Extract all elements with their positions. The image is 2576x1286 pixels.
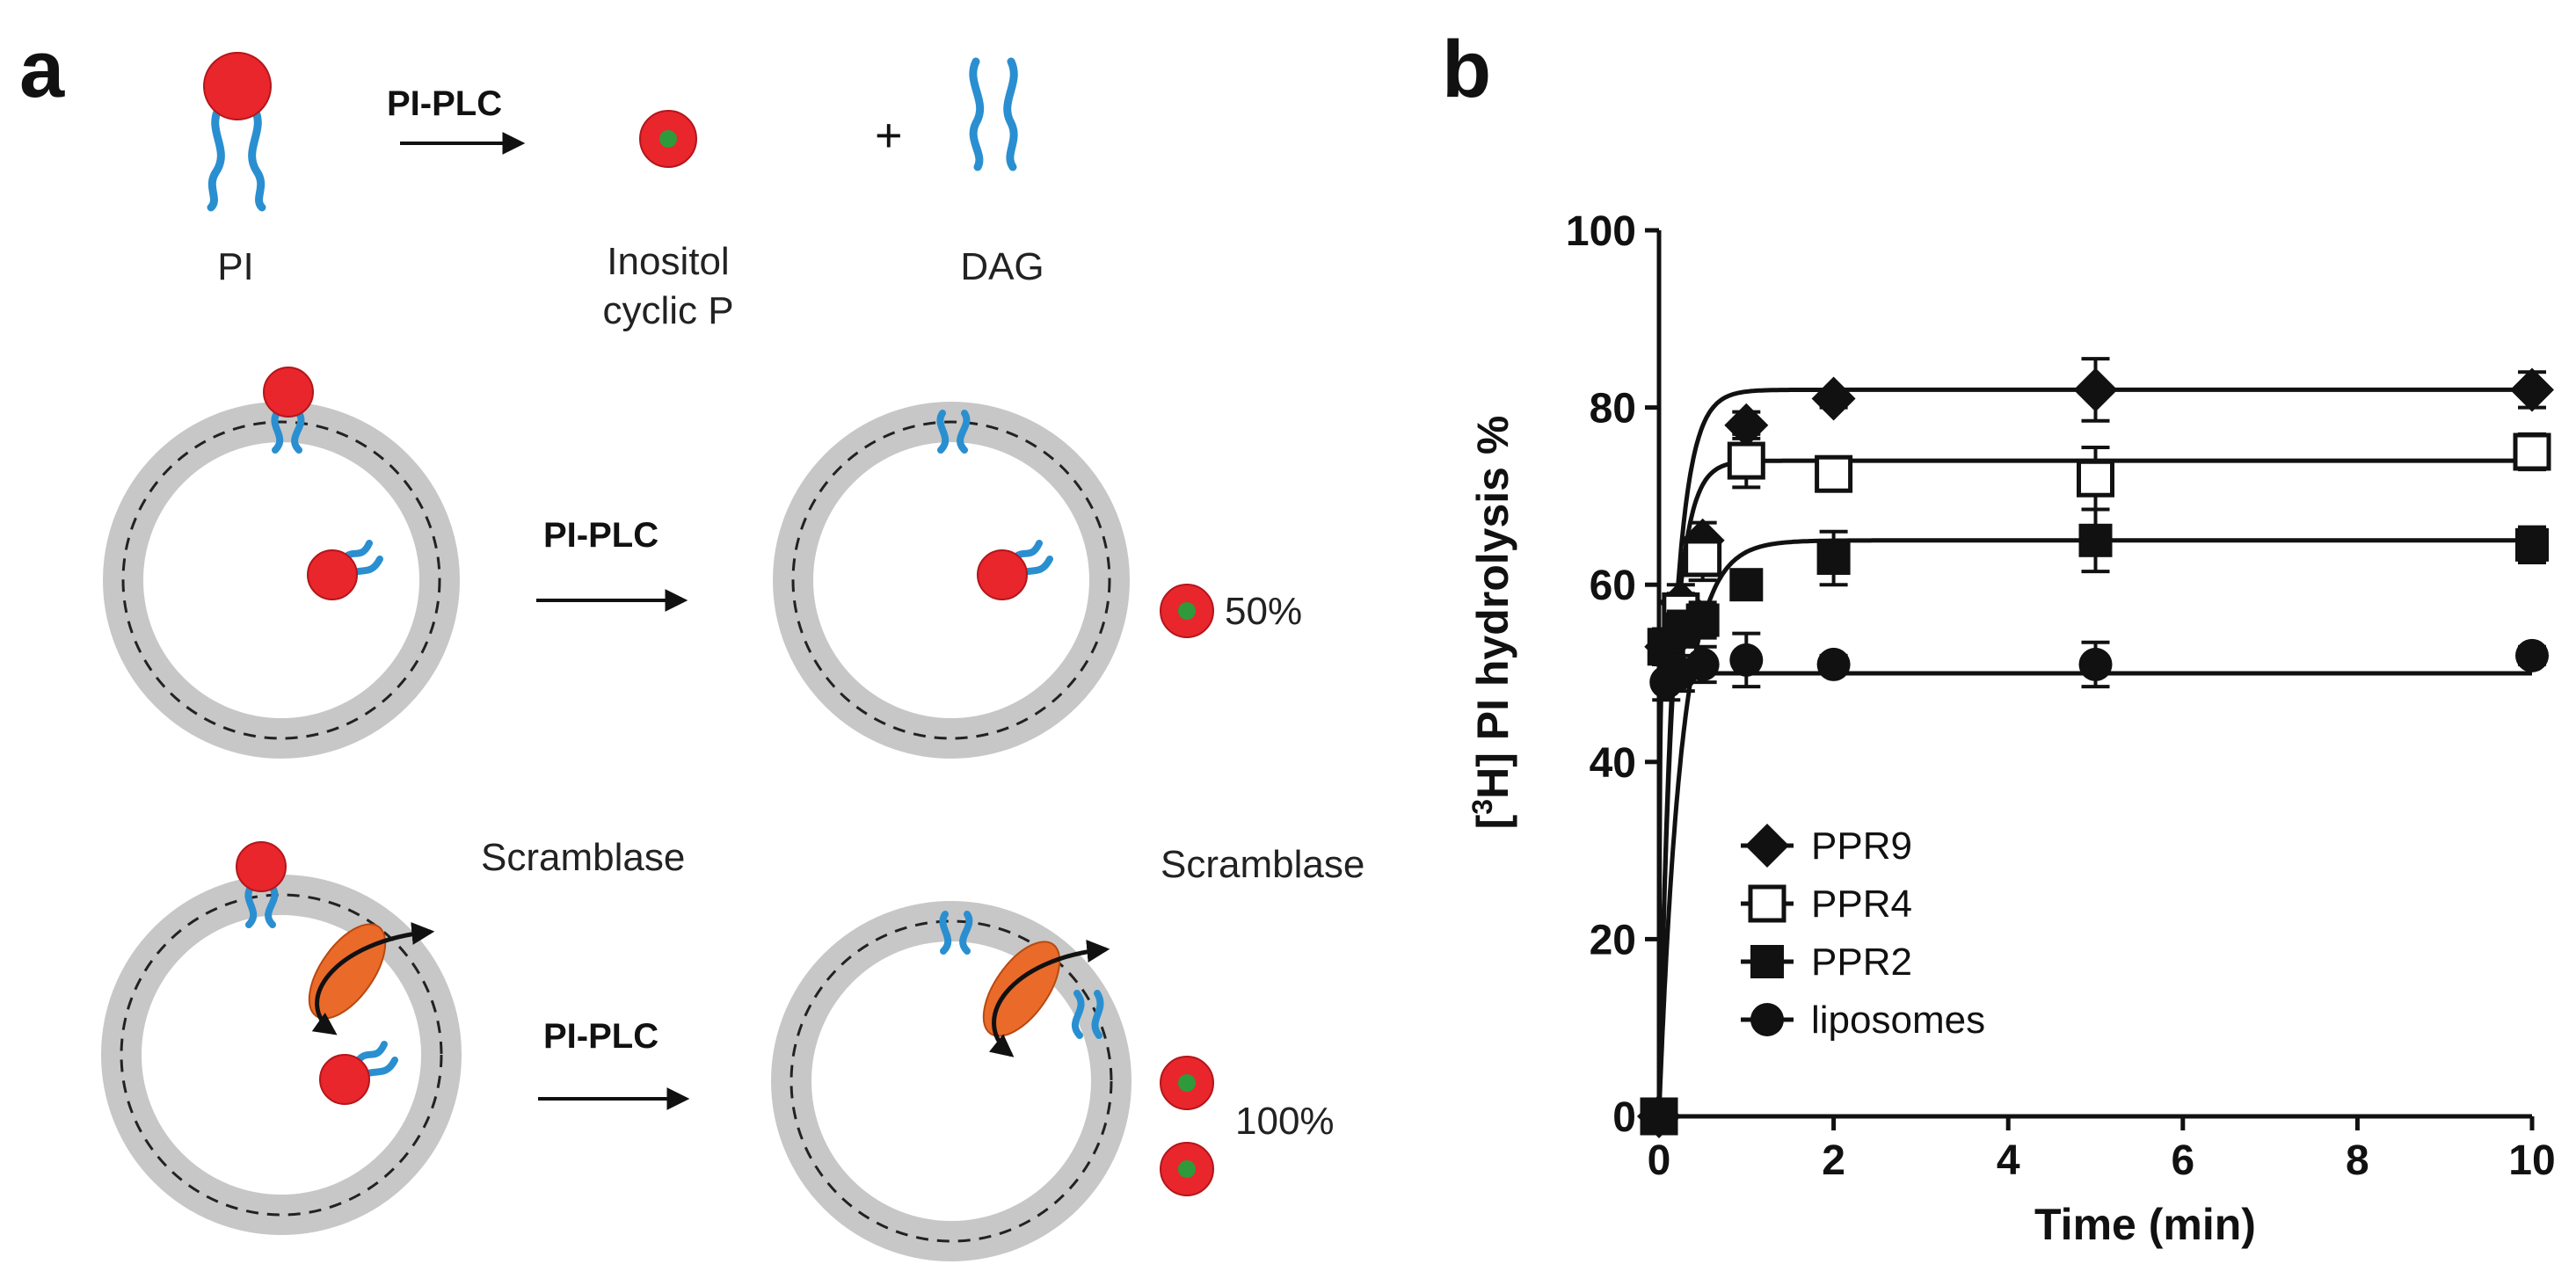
- pi-molecule-icon: [203, 52, 272, 212]
- data-point-PPR4: [1815, 454, 1853, 493]
- fit-curve-PPR4: [1656, 458, 2532, 1117]
- product1-line2: cyclic P: [602, 289, 733, 332]
- legend-marker-PPR2: [1750, 945, 1784, 978]
- fit-curve-PPR9: [1656, 387, 2532, 1117]
- x-tick-label: 8: [2346, 1137, 2369, 1184]
- inositol-cyclic-p-icon: [639, 110, 697, 168]
- liposome-scramblase-before: [101, 841, 462, 1235]
- y-tick-label: 60: [1590, 563, 1636, 609]
- reaction-scheme: PI-PLC + PI Inositol cyclic P DAG: [203, 52, 1044, 332]
- data-point-liposomes: [1685, 647, 1720, 681]
- liposome-after: [773, 402, 1130, 759]
- legend-label: PPR9: [1811, 825, 1912, 868]
- legend-marker-PPR9: [1745, 824, 1789, 868]
- y-tick-label: 80: [1590, 386, 1636, 432]
- data-point-PPR4: [2077, 459, 2114, 498]
- data-point-PPR2: [1816, 541, 1851, 575]
- product2-label: DAG: [960, 245, 1044, 288]
- liposome-scramblase-after: [771, 901, 1132, 1261]
- row-with-scramblase: Scramblase PI-PLC Scramblase 100%: [101, 836, 1364, 1261]
- data-point-PPR2: [1729, 568, 1764, 602]
- row2-result: 100%: [1235, 1100, 1335, 1143]
- plus-sign: +: [875, 109, 903, 162]
- dag-molecule-icon: [969, 57, 1018, 171]
- data-point-liposomes: [2515, 638, 2549, 672]
- data-point-PPR2: [1685, 603, 1720, 637]
- data-point-PPR9: [1811, 376, 1856, 421]
- row2-enzyme-label: PI-PLC: [543, 1017, 659, 1056]
- y-axis-label: [3H] PI hydrolysis %: [1466, 416, 1517, 830]
- x-tick-label: 6: [2171, 1137, 2194, 1184]
- row1-result: 50%: [1225, 590, 1302, 633]
- scramblase-label-right: Scramblase: [1161, 843, 1364, 886]
- data-point-PPR4: [2513, 432, 2551, 471]
- substrate-label: PI: [217, 245, 254, 288]
- data-point-liposomes: [1816, 647, 1851, 681]
- data-point-PPR9: [2073, 367, 2118, 412]
- data-point-PPR9: [1724, 403, 1769, 447]
- x-tick-label: 10: [2508, 1137, 2555, 1184]
- legend-label: PPR4: [1811, 883, 1912, 926]
- data-point-liposomes: [2078, 647, 2113, 681]
- data-point-PPR9: [2510, 367, 2554, 412]
- legend-marker-liposomes: [1750, 1003, 1784, 1036]
- released-inositol-icon: [1160, 584, 1214, 638]
- data-point-PPR4: [1684, 539, 1722, 578]
- fit-curve-PPR2: [1656, 538, 2532, 1117]
- y-tick-label: 20: [1590, 917, 1636, 963]
- panel-a-label: a: [19, 25, 65, 114]
- data-point-PPR2: [2078, 523, 2113, 557]
- row-no-scramblase: PI-PLC 50%: [103, 367, 1302, 759]
- x-tick-label: 4: [1997, 1137, 2020, 1184]
- fit-curve-liposomes: [1656, 671, 2532, 1117]
- liposome-before: [103, 367, 460, 759]
- x-tick-label: 0: [1648, 1137, 1671, 1184]
- reaction-enzyme-label: PI-PLC: [387, 84, 502, 123]
- data-marks: [1637, 357, 2554, 1138]
- x-tick-label: 2: [1822, 1137, 1845, 1184]
- product1-line1: Inositol: [607, 240, 729, 283]
- legend-label: PPR2: [1811, 941, 1912, 984]
- scramblase-label-left: Scramblase: [481, 836, 685, 879]
- data-point-PPR4: [1727, 441, 1765, 480]
- data-point-PPR2: [2515, 527, 2549, 562]
- y-tick-label: 100: [1566, 208, 1636, 255]
- data-point-liposomes: [1729, 643, 1764, 677]
- released-inositol-icon: [1160, 1056, 1214, 1196]
- panel-a: a PI-PLC + PI Inositol cyclic P DAG: [19, 25, 1364, 1261]
- legend-marker-PPR4: [1748, 884, 1786, 923]
- row1-enzyme-label: PI-PLC: [543, 516, 659, 555]
- x-axis-label: Time (min): [2034, 1200, 2256, 1249]
- y-tick-label: 40: [1590, 740, 1636, 787]
- y-tick-label: 0: [1612, 1094, 1636, 1141]
- data-point-liposomes: [1642, 1100, 1676, 1133]
- panel-b-label: b: [1442, 25, 1491, 114]
- legend-label: liposomes: [1811, 999, 1985, 1042]
